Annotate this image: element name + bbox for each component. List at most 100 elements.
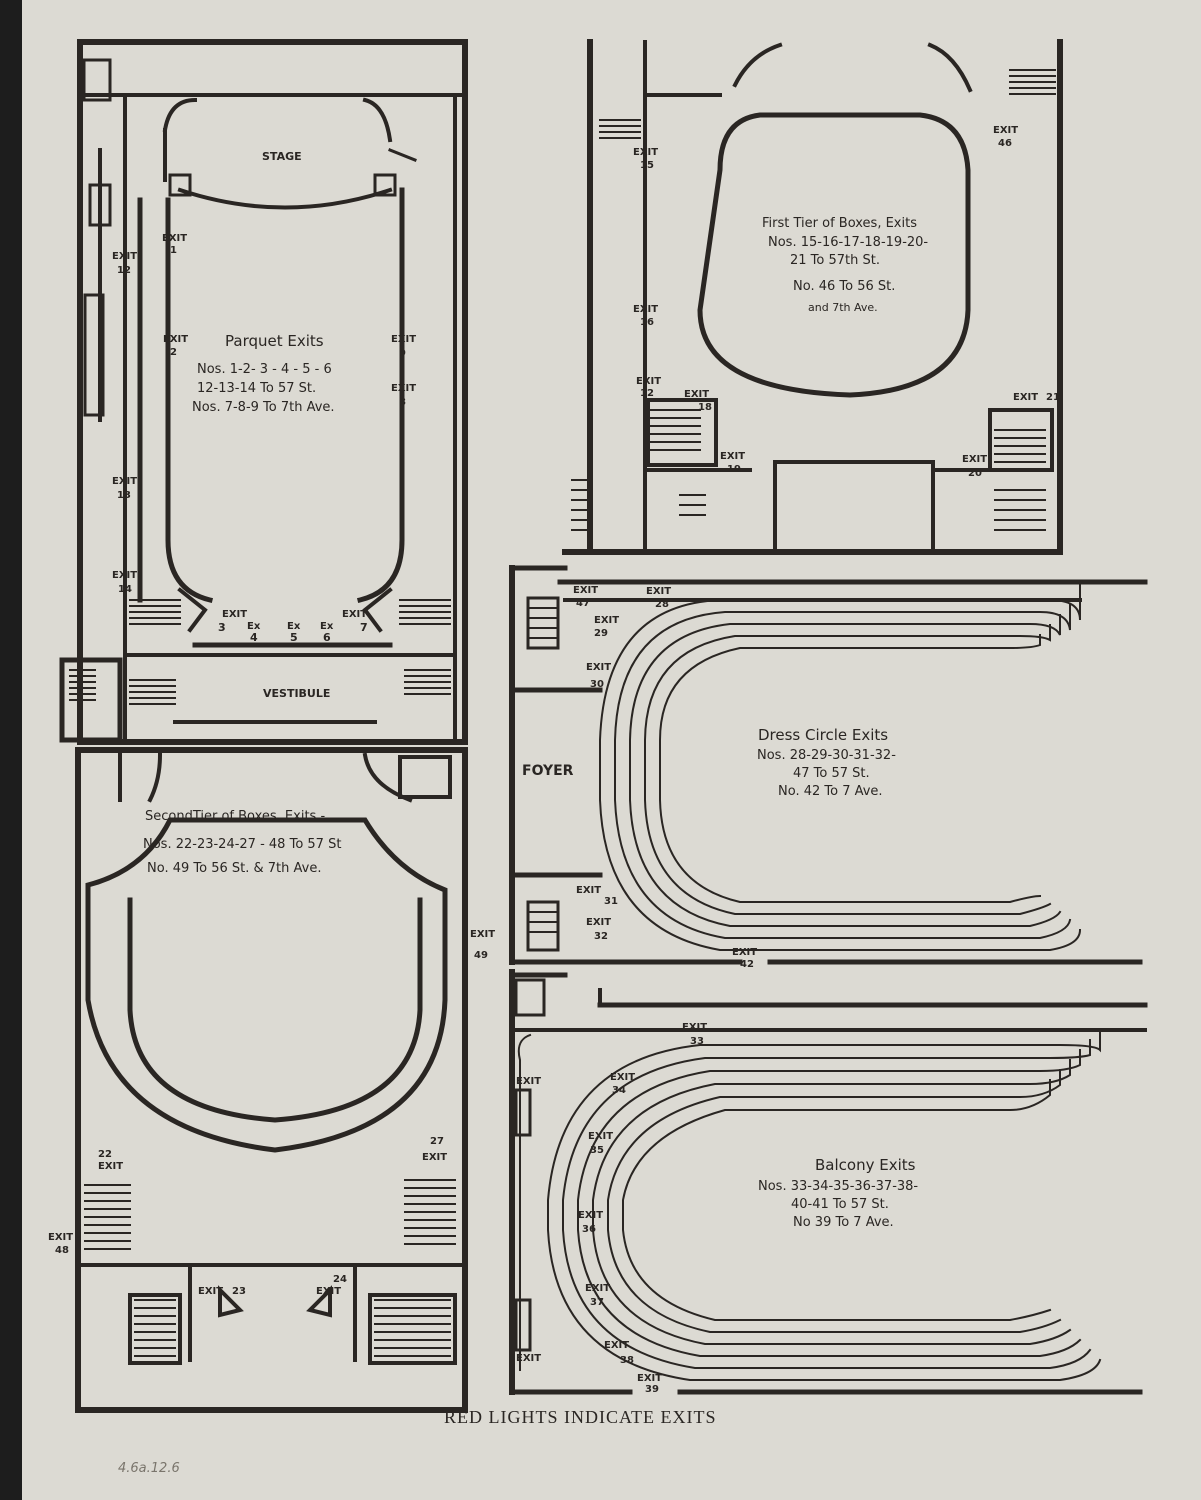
exit-word: EXIT	[222, 609, 247, 620]
dress-circle-legend-line: No. 42 To 7 Ave.	[778, 784, 883, 799]
exit-word: EXIT	[1013, 392, 1038, 403]
ex-word: Ex	[320, 621, 334, 632]
exit-number: 3	[218, 621, 226, 634]
stage-label: STAGE	[262, 150, 302, 163]
exit-word: EXIT	[422, 1152, 447, 1163]
exit-number: 16	[640, 317, 654, 328]
second-tier-plan	[75, 747, 468, 1413]
first-tier-legend-line: First Tier of Boxes, Exits	[762, 216, 917, 231]
parquet-legend-line: Nos. 1-2- 3 - 4 - 5 - 6	[197, 362, 332, 377]
exit-number: 4	[250, 631, 258, 644]
exit-number: 1	[170, 245, 177, 256]
exit-word: EXIT	[732, 947, 757, 958]
exit-word: EXIT	[594, 615, 619, 626]
exit-word: EXIT	[573, 585, 598, 596]
dress-circle-legend: Dress Circle Exits Nos. 28-29-30-31-32- …	[757, 726, 896, 799]
exit-number: 7	[360, 621, 368, 634]
exit-word: EXIT	[98, 1161, 123, 1172]
parquet-legend: Parquet Exits Nos. 1-2- 3 - 4 - 5 - 6 12…	[192, 332, 335, 415]
exit-word: EXIT	[391, 334, 416, 345]
exit-number: 2	[170, 347, 177, 358]
exit-word: EXIT	[585, 1283, 610, 1294]
dress-circle-plan	[509, 565, 1148, 965]
exit-number: 18	[698, 402, 712, 413]
parquet-legend-line: Nos. 7-8-9 To 7th Ave.	[192, 400, 335, 415]
first-tier-legend-line: Nos. 15-16-17-18-19-20-	[768, 235, 928, 250]
exit-number: 27	[430, 1136, 444, 1147]
parquet-legend-line: 12-13-14 To 57 St.	[197, 381, 316, 396]
exit-word: EXIT	[720, 451, 745, 462]
exit-word: EXIT	[516, 1353, 541, 1364]
exit-number: 6	[323, 631, 331, 644]
exit-word: EXIT	[682, 1022, 707, 1033]
balcony-legend-title: Balcony Exits	[815, 1156, 916, 1174]
exit-number: 8	[399, 397, 406, 408]
exit-word: EXIT	[586, 662, 611, 673]
exit-word: EXIT	[576, 885, 601, 896]
exit-word: EXIT	[962, 454, 987, 465]
exit-number: 33	[690, 1036, 704, 1047]
exit-word: EXIT	[112, 570, 137, 581]
exit-word: EXIT	[316, 1286, 341, 1297]
exit-word: EXIT	[684, 389, 709, 400]
balcony-legend-line: 40-41 To 57 St.	[791, 1197, 889, 1212]
exit-number: 31	[604, 896, 618, 907]
exit-number: 20	[968, 468, 982, 479]
dress-circle-legend-title: Dress Circle Exits	[758, 726, 888, 744]
exit-word: EXIT	[162, 233, 187, 244]
exits-caption: RED LIGHTS INDICATE EXITS	[444, 1407, 716, 1427]
first-tier-legend-line: 21 To 57th St.	[790, 253, 880, 268]
exit-number: 5	[290, 631, 298, 644]
exit-number: 28	[655, 599, 669, 610]
second-tier-legend-line: No. 49 To 56 St. & 7th Ave.	[147, 861, 321, 876]
exit-word: EXIT	[470, 929, 495, 940]
exit-number: 29	[594, 628, 608, 639]
balcony-legend-line: Nos. 33-34-35-36-37-38-	[758, 1179, 918, 1194]
exit-number: 13	[117, 490, 131, 501]
second-tier-legend-line: Nos. 22-23-24-27 - 48 To 57 St	[143, 837, 341, 852]
parquet-legend-title: Parquet Exits	[225, 332, 324, 350]
exit-number: 9	[399, 348, 406, 359]
exit-word: EXIT	[993, 125, 1018, 136]
exit-number: 12	[117, 265, 131, 276]
first-tier-legend: First Tier of Boxes, Exits Nos. 15-16-17…	[762, 216, 928, 314]
exit-word: EXIT	[636, 376, 661, 387]
parquet-plan	[59, 39, 468, 745]
exit-word: EXIT	[633, 147, 658, 158]
exit-number: 38	[620, 1355, 634, 1366]
exit-number: 24	[333, 1274, 347, 1285]
second-tier-legend: SecondTier of Boxes, Exits - Nos. 22-23-…	[143, 809, 341, 876]
exit-number: 32	[594, 931, 608, 942]
second-tier-legend-line: SecondTier of Boxes, Exits -	[145, 809, 325, 824]
exit-word: EXIT	[516, 1076, 541, 1087]
ex-word: Ex	[287, 621, 301, 632]
handwritten-note: 4.6a.12.6	[118, 1461, 180, 1476]
exit-word: EXIT	[604, 1340, 629, 1351]
exit-word: EXIT	[578, 1210, 603, 1221]
dress-circle-legend-line: 47 To 57 St.	[793, 766, 870, 781]
exit-word: EXIT	[637, 1373, 662, 1384]
exit-number: 35	[590, 1145, 604, 1156]
first-tier-legend-line: No. 46 To 56 St.	[793, 279, 895, 294]
exit-word: EXIT	[391, 383, 416, 394]
exit-word: EXIT	[610, 1072, 635, 1083]
exit-labels: EXIT 1 EXIT 2 EXIT 3 Ex 4 Ex 5 Ex 6 EXIT…	[48, 125, 1060, 1395]
exit-number: 42	[740, 959, 754, 970]
exit-word: EXIT	[588, 1131, 613, 1142]
exit-number: 22	[98, 1149, 112, 1160]
exit-word: EXIT	[342, 609, 367, 620]
exit-number: 21	[1046, 392, 1060, 403]
exit-number: 23	[232, 1286, 246, 1297]
first-tier-plan	[562, 39, 1063, 555]
exit-number: 12	[640, 388, 654, 399]
first-tier-legend-line: and 7th Ave.	[808, 301, 878, 314]
exit-word: EXIT	[163, 334, 188, 345]
exit-number: 46	[998, 138, 1012, 149]
exit-number: 49	[474, 950, 488, 961]
foyer-label: FOYER	[522, 763, 574, 779]
ex-word: Ex	[247, 621, 261, 632]
dress-circle-legend-line: Nos. 28-29-30-31-32-	[757, 748, 896, 763]
exit-word: EXIT	[112, 476, 137, 487]
exit-number: 48	[55, 1245, 69, 1256]
